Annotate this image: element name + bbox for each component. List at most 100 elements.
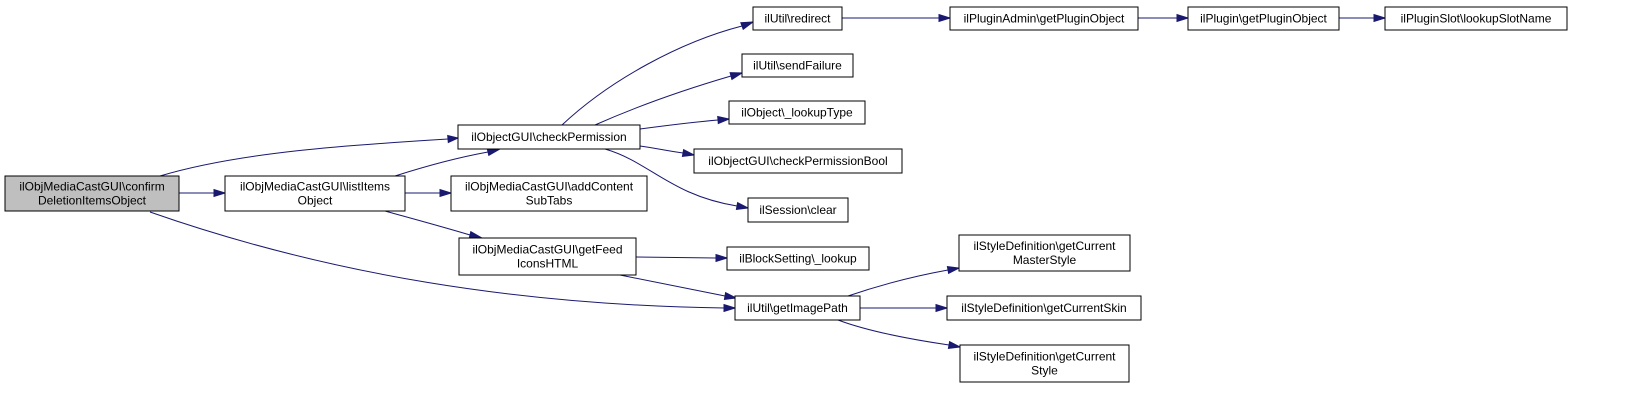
node-getImagePath[interactable]: ilUtil\getImagePath	[734, 295, 861, 321]
node-blockLookup[interactable]: ilBlockSetting\_lookup	[726, 246, 870, 271]
node-box	[747, 197, 849, 223]
node-label-line: Style	[1031, 364, 1058, 378]
node-label-line: ilPluginSlot\lookupSlotName	[1401, 12, 1552, 26]
edge-line	[594, 75, 732, 126]
node-lookupSlotName[interactable]: ilPluginSlot\lookupSlotName	[1384, 6, 1568, 31]
arrowhead	[735, 201, 750, 210]
edge-checkPermission-to-lookupType	[639, 115, 731, 130]
edge-confirm-to-getImagePath	[149, 211, 737, 313]
edge-getFeedIconsHTML-to-blockLookup	[635, 253, 729, 263]
edge-line	[837, 319, 950, 346]
node-label-line: ilStyleDefinition\getCurrentSkin	[961, 301, 1126, 315]
edge-getImagePath-to-getCurrentStyle	[837, 319, 962, 349]
arrowhead	[486, 148, 502, 157]
node-box	[458, 237, 637, 276]
edge-confirm-to-listItems	[179, 188, 227, 198]
arrowhead	[723, 303, 737, 313]
edge-checkPermission-to-sessionClear	[604, 148, 750, 210]
node-box	[959, 344, 1130, 383]
edge-line	[394, 151, 489, 177]
arrowhead	[935, 303, 949, 313]
arrowhead	[468, 230, 484, 239]
node-sendFailure[interactable]: ilUtil\sendFailure	[741, 53, 854, 78]
node-label-line: MasterStyle	[1013, 253, 1077, 267]
arrowhead	[946, 266, 961, 275]
node-label-line: IconsHTML	[517, 257, 579, 271]
edge-getPluginObject-to-lookupSlotName	[1339, 13, 1387, 23]
edge-line	[639, 145, 684, 154]
node-box	[752, 6, 843, 31]
node-box	[734, 295, 861, 321]
node-label-line: ilPlugin\getPluginObject	[1200, 12, 1327, 26]
edge-line	[149, 211, 725, 309]
arrowhead	[439, 188, 453, 198]
node-checkPermission[interactable]: ilObjectGUI\checkPermission	[457, 124, 641, 150]
edge-line	[604, 148, 738, 207]
node-box	[224, 175, 406, 212]
node-label-line: ilStyleDefinition\getCurrent	[973, 239, 1116, 253]
node-box	[1187, 6, 1340, 31]
node-label-line: ilUtil\sendFailure	[753, 59, 842, 73]
node-label-line: ilObjMediaCastGUI\getFeed	[472, 243, 622, 257]
node-redirect[interactable]: ilUtil\redirect	[752, 6, 843, 31]
edge-listItems-to-getFeedIconsHTML	[384, 210, 484, 239]
edge-getImagePath-to-getCurrentSkin	[860, 303, 949, 313]
node-label-line: ilStyleDefinition\getCurrent	[973, 350, 1116, 364]
node-label-line: ilUtil\getImagePath	[747, 301, 848, 315]
arrowhead	[717, 115, 731, 125]
node-label-line: DeletionItemsObject	[38, 194, 147, 208]
node-getCurrentSkin[interactable]: ilStyleDefinition\getCurrentSkin	[946, 295, 1142, 321]
node-confirm[interactable]: ilObjMediaCastGUI\confirmDeletionItemsOb…	[4, 175, 180, 212]
node-box	[949, 6, 1139, 31]
node-label-line: ilPluginAdmin\getPluginObject	[964, 12, 1125, 26]
arrowhead	[729, 72, 744, 81]
node-label-line: ilObject\_lookupType	[741, 106, 853, 120]
node-box	[726, 246, 870, 271]
edge-redirect-to-getPluginObjectAdmin	[842, 13, 952, 23]
node-label-line: SubTabs	[526, 194, 573, 208]
arrowhead	[1373, 13, 1387, 23]
edge-checkPermission-to-redirect	[561, 21, 755, 126]
node-getPluginObjectAdmin[interactable]: ilPluginAdmin\getPluginObject	[949, 6, 1139, 31]
edge-line	[619, 274, 726, 297]
edge-line	[384, 210, 471, 236]
node-checkPermissionBool[interactable]: ilObjectGUI\checkPermissionBool	[693, 148, 903, 174]
edge-line	[561, 25, 743, 126]
edge-checkPermission-to-sendFailure	[594, 72, 744, 126]
node-getPluginObject[interactable]: ilPlugin\getPluginObject	[1187, 6, 1340, 31]
node-label-line: Object	[298, 194, 333, 208]
node-label-line: ilObjectGUI\checkPermission	[471, 130, 626, 144]
node-box	[741, 53, 854, 78]
edge-line	[635, 256, 717, 259]
node-lookupType[interactable]: ilObject\_lookupType	[728, 100, 866, 125]
edge-confirm-to-checkPermission	[159, 134, 460, 177]
edge-line	[847, 269, 949, 297]
node-box	[728, 100, 866, 125]
arrowhead	[947, 340, 962, 349]
edge-getFeedIconsHTML-to-getImagePath	[619, 274, 738, 300]
node-label-line: ilObjMediaCastGUI\confirm	[19, 180, 164, 194]
arrowhead	[213, 188, 227, 198]
edge-listItems-to-addContentSubTabs	[405, 188, 453, 198]
edges-layer	[149, 13, 1387, 349]
edge-listItems-to-checkPermission	[394, 148, 502, 177]
arrowhead	[715, 253, 729, 263]
node-sessionClear[interactable]: ilSession\clear	[747, 197, 849, 223]
node-label-line: ilObjMediaCastGUI\listItems	[240, 180, 390, 194]
edge-checkPermission-to-checkPermissionBool	[639, 145, 696, 157]
node-label-line: ilObjMediaCastGUI\addContent	[465, 180, 634, 194]
nodes-layer: ilObjMediaCastGUI\confirmDeletionItemsOb…	[4, 6, 1568, 383]
node-label-line: ilBlockSetting\_lookup	[739, 252, 857, 266]
node-box	[946, 295, 1142, 321]
edge-line	[159, 138, 449, 177]
arrowhead	[681, 148, 696, 157]
edge-line	[639, 119, 719, 130]
node-box	[693, 148, 903, 174]
arrowhead	[723, 291, 738, 300]
